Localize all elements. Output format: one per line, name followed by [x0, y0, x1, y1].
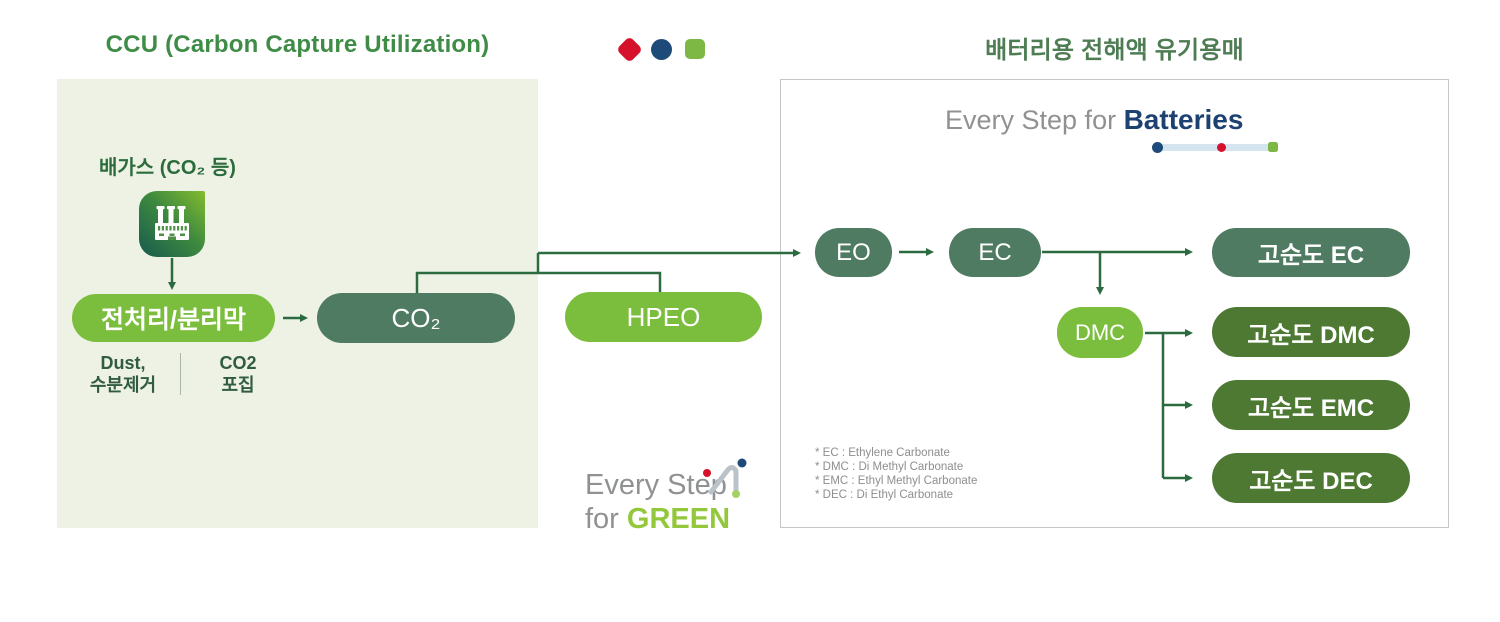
- batteries-bar-green-square-icon: [1268, 142, 1278, 152]
- green-logo-step-icon: [703, 458, 747, 498]
- ec-pill: EC: [949, 228, 1041, 277]
- high-purity-dec-pill: 고순도 DEC: [1212, 453, 1410, 503]
- green-logo-highlight: GREEN: [626, 503, 731, 535]
- batteries-logo-bar: [1155, 144, 1278, 151]
- factory-icon: [139, 191, 205, 257]
- hpeo-pill: HPEO: [565, 292, 762, 342]
- high-purity-dmc-pill: 고순도 DMC: [1212, 307, 1410, 357]
- dmc-pill: DMC: [1057, 307, 1143, 358]
- dust-note-line1: Dust,: [100, 353, 146, 373]
- battery-electrolyte-title: 배터리용 전해액 유기용매: [985, 37, 1244, 64]
- batteries-logo-highlight: Batteries: [1123, 104, 1244, 135]
- footnote-dec: * DEC : Di Ethyl Carbonate: [815, 489, 954, 501]
- batteries-logo-prefix: Every Step for: [945, 105, 1124, 135]
- co2-pill: CO₂: [317, 293, 515, 343]
- footnote-ec: * EC : Ethylene Carbonate: [815, 447, 950, 459]
- green-logo: Every Step for GREEN: [585, 468, 730, 536]
- batteries-logo: Every Step for Batteries: [945, 104, 1243, 136]
- batteries-bar-red-dot-icon: [1217, 143, 1226, 152]
- co2-capture-note: CO2 포집: [195, 352, 281, 396]
- batteries-bar-navy-dot-icon: [1152, 142, 1163, 153]
- footnote-dmc: * DMC : Di Methyl Carbonate: [815, 461, 964, 473]
- flue-gas-label: 배가스 (CO₂ 등): [99, 157, 236, 179]
- dust-note-line2: 수분제거: [89, 375, 157, 395]
- high-purity-emc-pill: 고순도 EMC: [1212, 380, 1410, 430]
- green-logo-line1: Every Step: [585, 469, 727, 501]
- green-logo-for: for: [585, 503, 627, 535]
- green-square-icon: [685, 39, 705, 59]
- abbreviation-footnotes: * EC : Ethylene Carbonate * DMC : Di Met…: [815, 446, 977, 502]
- pretreatment-pill: 전처리/분리막: [72, 294, 275, 342]
- red-diamond-icon: [616, 36, 643, 63]
- capture-note-line1: CO2: [219, 353, 257, 373]
- eo-pill: EO: [815, 228, 892, 277]
- green-logo-line2: for GREEN: [585, 502, 730, 536]
- notes-divider: [180, 353, 181, 395]
- high-purity-ec-pill: 고순도 EC: [1212, 228, 1410, 277]
- ccu-title: CCU (Carbon Capture Utilization): [105, 31, 490, 58]
- capture-note-line2: 포집: [221, 375, 255, 395]
- dust-removal-note: Dust, 수분제거: [80, 352, 166, 396]
- footnote-emc: * EMC : Ethyl Methyl Carbonate: [815, 475, 978, 487]
- pretreatment-notes: Dust, 수분제거 CO2 포집: [80, 352, 281, 396]
- navy-circle-icon: [651, 39, 672, 60]
